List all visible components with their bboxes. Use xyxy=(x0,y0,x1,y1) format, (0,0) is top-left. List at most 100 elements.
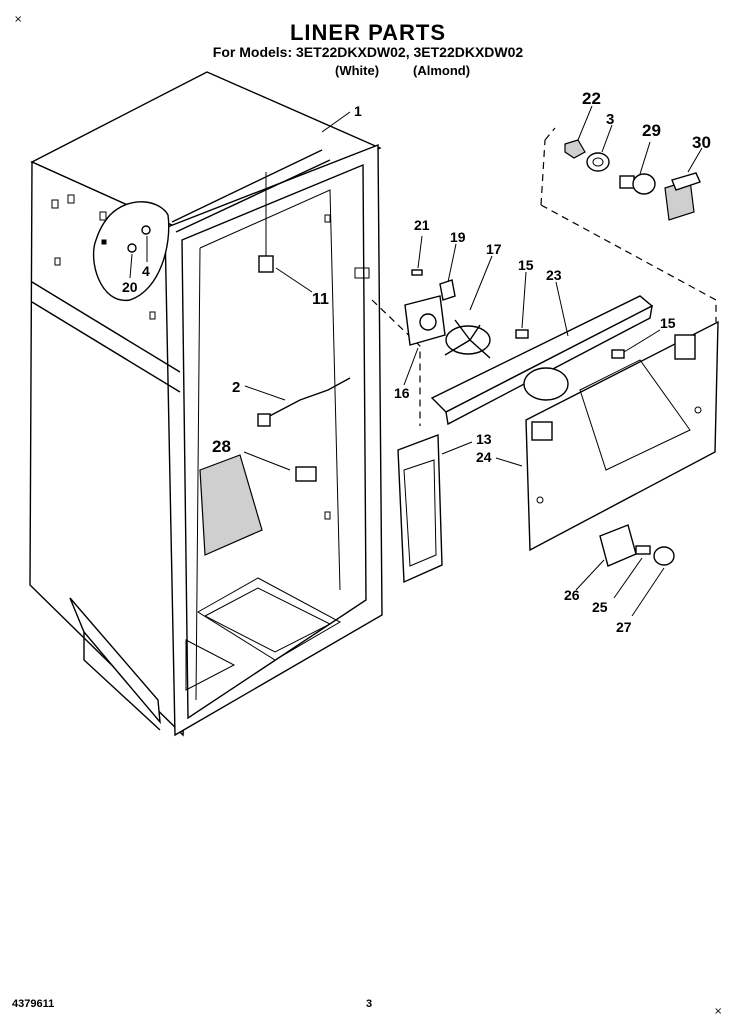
liner-hole-7 xyxy=(324,511,331,520)
callout-28: 28 xyxy=(212,437,231,456)
callout-4: 4 xyxy=(142,263,150,279)
callout-19: 19 xyxy=(450,229,466,245)
callout-29: 29 xyxy=(642,121,661,140)
part-13-shape xyxy=(397,434,443,584)
leader-25 xyxy=(613,557,643,599)
callout-15a: 15 xyxy=(518,257,534,273)
leader-13 xyxy=(441,441,473,455)
part-30-shape xyxy=(664,172,701,221)
leader-15b xyxy=(623,329,661,353)
leader-24 xyxy=(495,457,523,467)
liner-divider-upper xyxy=(31,281,181,373)
leader-26 xyxy=(575,559,605,591)
liner-base-edge xyxy=(83,632,161,731)
leader-22 xyxy=(577,105,593,141)
leader-1 xyxy=(321,111,351,133)
dash-lead-fan xyxy=(371,299,421,426)
part-15-screw-a xyxy=(515,329,529,339)
dash-lead-left xyxy=(540,139,546,206)
part-25-shape xyxy=(635,545,651,555)
callout-23: 23 xyxy=(546,267,562,283)
leader-29 xyxy=(639,141,651,175)
leader-23 xyxy=(555,281,569,337)
part-2-connector xyxy=(257,413,271,427)
part-20-shape xyxy=(127,243,137,253)
liner-inner-back xyxy=(199,189,341,591)
liner-cabinet xyxy=(29,71,383,737)
part-number: 4379611 xyxy=(12,998,55,1010)
part-19-shape xyxy=(404,295,446,346)
liner-clip xyxy=(101,239,107,245)
callout-30: 30 xyxy=(692,133,711,152)
dash-lead-right xyxy=(540,204,717,322)
liner-base-left xyxy=(69,597,161,725)
part-24-shape xyxy=(525,320,719,552)
liner-hole-6 xyxy=(324,214,331,223)
liner-hole-5 xyxy=(149,311,156,320)
leader-19 xyxy=(447,243,457,283)
callout-13: 13 xyxy=(476,431,492,447)
leader-21 xyxy=(417,235,423,269)
leader-30 xyxy=(687,147,703,173)
callout-27: 27 xyxy=(616,619,632,635)
liner-floor-panel xyxy=(197,577,342,661)
liner-hole-1 xyxy=(51,199,59,209)
callout-16: 16 xyxy=(394,385,410,401)
leader-27 xyxy=(631,567,665,617)
part-3-shape xyxy=(586,152,610,172)
liner-divider-lower xyxy=(31,301,181,393)
callout-25: 25 xyxy=(592,599,608,615)
page-number: 3 xyxy=(366,998,373,1010)
part-2-shape xyxy=(261,377,351,421)
callout-22: 22 xyxy=(582,89,601,108)
liner-hole-2 xyxy=(67,194,75,204)
part-17-shape xyxy=(444,319,491,359)
part-21-shape xyxy=(411,269,423,276)
callout-1: 1 xyxy=(354,103,362,119)
callout-26: 26 xyxy=(564,587,580,603)
callout-11: 11 xyxy=(312,291,329,308)
liner-floor-step xyxy=(185,639,236,691)
liner-hole-4 xyxy=(54,257,61,266)
liner-top-rail xyxy=(171,149,323,223)
liner-top-rail-2 xyxy=(175,159,331,233)
liner-crisper-wall xyxy=(199,454,263,556)
liner-floor-panel-inner xyxy=(203,587,332,653)
corner-mark-top-left: × xyxy=(14,14,23,25)
leader-17 xyxy=(469,255,493,311)
part-28-shape xyxy=(295,466,317,482)
models-line: For Models: 3ET22DKXDW02, 3ET22DKXDW02 xyxy=(212,44,524,60)
liner-bracket xyxy=(354,267,370,279)
part-27-shape xyxy=(653,546,675,566)
leader-15a xyxy=(521,271,527,329)
leader-2 xyxy=(244,385,286,401)
leader-11 xyxy=(275,267,313,293)
part-23-shape xyxy=(430,295,654,426)
callout-21: 21 xyxy=(414,217,430,233)
leader-28 xyxy=(243,451,291,471)
callout-17: 17 xyxy=(486,241,502,257)
callout-20: 20 xyxy=(122,279,138,295)
part-11-shape xyxy=(258,255,274,273)
callout-24: 24 xyxy=(476,449,492,465)
liner-inner-left xyxy=(195,247,201,701)
callout-3: 3 xyxy=(606,111,614,128)
liner-opening xyxy=(181,163,367,720)
callout-2: 2 xyxy=(232,379,240,396)
part-19-grommet xyxy=(439,279,456,301)
part-15-screw-b xyxy=(611,349,625,359)
color-almond-label: (Almond) xyxy=(413,63,471,78)
leader-3 xyxy=(601,124,613,153)
corner-mark-bottom-right: × xyxy=(714,1006,723,1017)
part-26-shape xyxy=(599,524,637,567)
callout-15b: 15 xyxy=(660,315,676,331)
dash-lead-top xyxy=(544,127,556,141)
part-29-shape xyxy=(619,173,656,195)
part-4-shape xyxy=(141,225,151,235)
page-title: LINER PARTS xyxy=(289,20,447,45)
part-22-shape xyxy=(564,139,586,159)
color-white-label: (White) xyxy=(335,63,380,78)
liner-hole-3 xyxy=(99,211,107,221)
